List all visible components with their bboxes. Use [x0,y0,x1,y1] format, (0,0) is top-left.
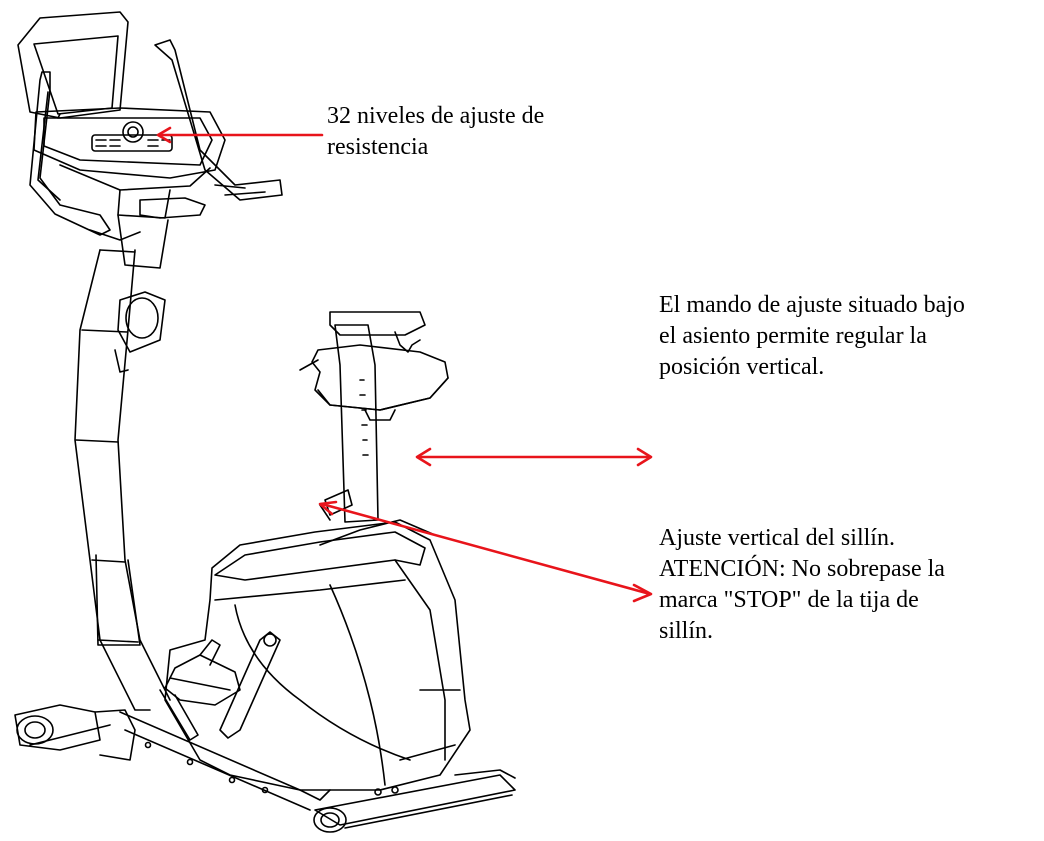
arrow-knob-head-left [415,447,432,467]
knob-annotation: El mando de ajuste situado bajo el asien… [659,290,965,383]
console [17,11,226,219]
handlebars [29,39,283,241]
arrow-seat [320,502,652,596]
annotation-arrows [156,126,653,603]
resistance-annotation: 32 niveles de ajuste de resistencia [327,101,544,163]
knob-line-1: El mando de ajuste situado bajo [659,292,965,318]
arrow-seat-head-left [318,500,338,516]
resistance-line-1: 32 niveles de ajuste de [327,103,545,129]
base-rails [119,711,516,833]
upright-frame [74,214,171,711]
seat-line-1: Ajuste vertical del sillín. [659,525,895,551]
seat-line-3: marca "STOP" de la tija de [659,587,919,613]
seat-line-4: sillín. [659,618,714,644]
front-base [14,704,136,761]
seat-annotation: Ajuste vertical del sillín. ATENCIÓN: No… [659,523,945,647]
knob-line-2: el asiento permite regular la [659,323,927,349]
seat-assembly [299,311,449,523]
arrow-seat-head-right [632,583,653,603]
seat-line-2: ATENCIÓN: No sobrepase la [659,556,945,582]
arrow-knob-head-right [636,447,653,467]
crank-pedal [159,631,281,741]
resistance-line-2: resistencia [327,134,429,160]
flywheel-housing [164,519,471,796]
knob-line-3: posición vertical. [659,354,825,380]
arrow-resistance-head [156,126,172,144]
